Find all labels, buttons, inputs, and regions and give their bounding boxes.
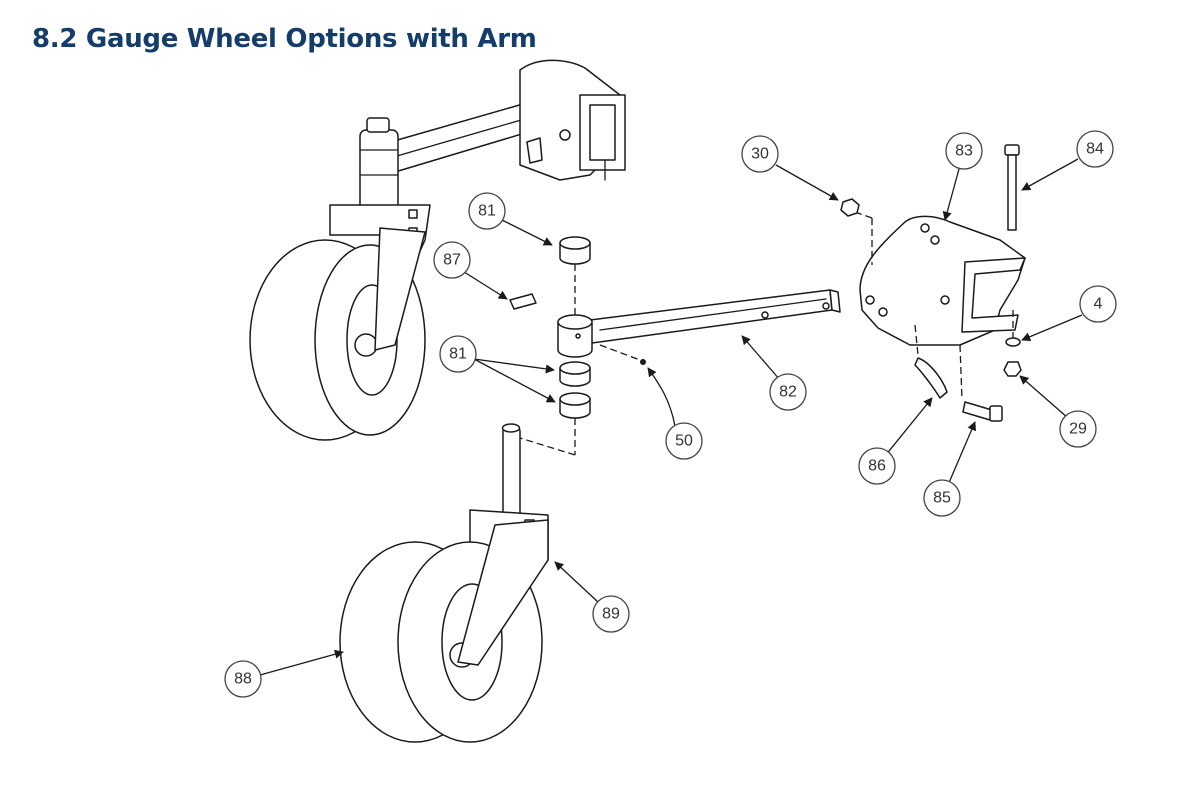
callout-label: 85 xyxy=(933,490,951,507)
callout-label: 81 xyxy=(449,346,467,363)
hex-nut xyxy=(1003,361,1022,377)
callout-30: 30 xyxy=(741,135,779,173)
callout-label: 81 xyxy=(478,203,496,220)
callout-86: 86 xyxy=(858,447,896,485)
callout-label: 4 xyxy=(1094,296,1103,313)
callout-label: 30 xyxy=(751,146,769,163)
callout-88: 88 xyxy=(224,660,262,698)
callout-83: 83 xyxy=(945,132,983,170)
short-bolt xyxy=(962,401,1003,422)
bushing-lower xyxy=(559,361,591,419)
callout-label: 50 xyxy=(675,433,693,450)
callout-4: 4 xyxy=(1079,285,1117,323)
callout-label: 87 xyxy=(443,252,461,269)
gauge-wheel-arm xyxy=(557,289,841,358)
callout-82: 82 xyxy=(769,373,807,411)
callout-50: 50 xyxy=(665,422,703,460)
lock-nut xyxy=(840,198,860,217)
long-bolt xyxy=(1004,144,1020,231)
assembled-gauge-wheel xyxy=(249,59,626,441)
callout-label: 84 xyxy=(1086,141,1104,158)
bushing-top xyxy=(559,236,591,265)
callout-label: 29 xyxy=(1069,421,1087,438)
leader-lines xyxy=(259,158,1083,676)
clip-pin xyxy=(914,357,948,399)
lower-gauge-wheel xyxy=(339,423,549,743)
page-title: 8.2 Gauge Wheel Options with Arm xyxy=(32,24,537,54)
callout-label: 89 xyxy=(602,606,620,623)
callout-85: 85 xyxy=(923,479,961,517)
callout-87: 87 xyxy=(433,241,471,279)
grease-fitting xyxy=(509,293,537,310)
callout-29: 29 xyxy=(1059,410,1097,448)
callout-81-top: 81 xyxy=(468,192,506,230)
callout-label: 82 xyxy=(779,384,797,401)
washer xyxy=(1005,337,1021,347)
mount-bracket xyxy=(859,215,1026,346)
callout-89: 89 xyxy=(592,595,630,633)
callout-label: 83 xyxy=(955,143,973,160)
callout-label: 88 xyxy=(234,671,252,688)
callout-81-lower: 81 xyxy=(439,335,477,373)
wheel-spindle xyxy=(502,427,521,519)
callout-84: 84 xyxy=(1076,130,1114,168)
callout-label: 86 xyxy=(868,458,886,475)
